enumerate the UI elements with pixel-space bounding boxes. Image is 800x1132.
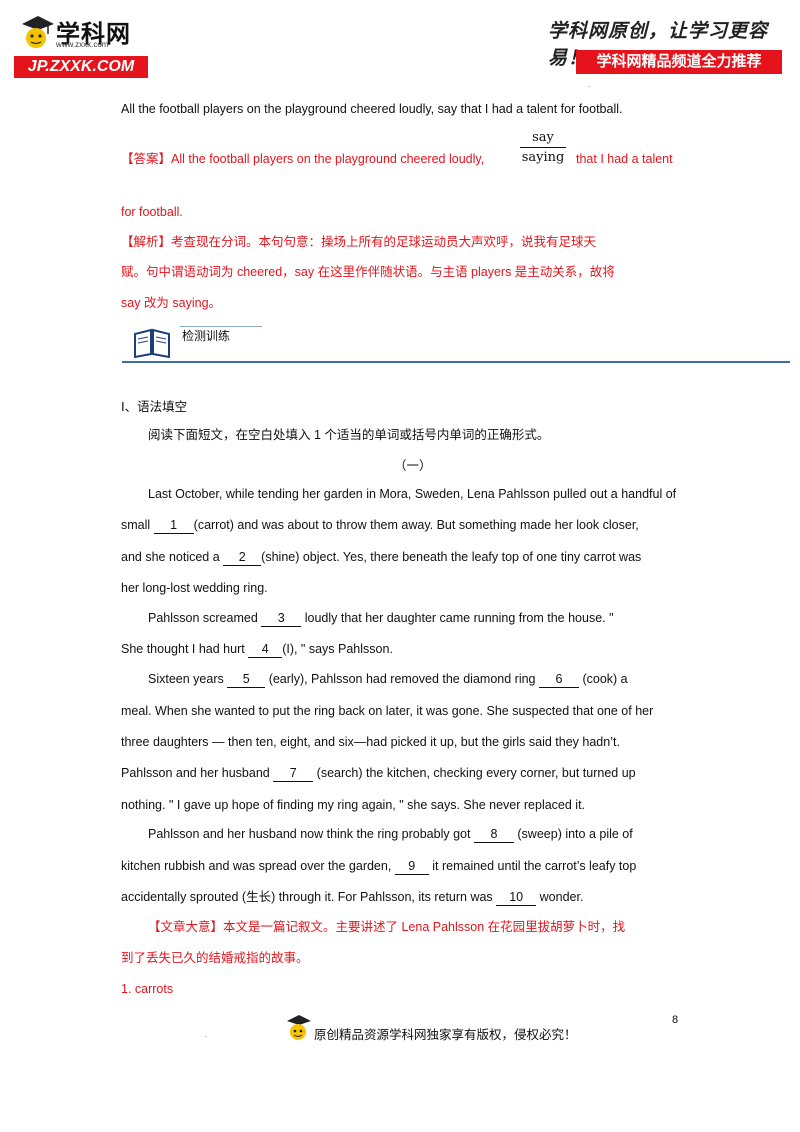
text-fragment: Pahlsson screamed bbox=[148, 611, 262, 625]
passage-line-5: Pahlsson screamed 3 loudly that her daug… bbox=[148, 610, 614, 627]
answer-1: 1. carrots bbox=[121, 982, 174, 996]
passage-line-14: accidentally sprouted (生长) through it. F… bbox=[121, 889, 583, 906]
answer-correction: say saying bbox=[520, 130, 566, 165]
book-icon bbox=[132, 328, 172, 359]
analysis-line1: 【解析】考查现在分词。本句句意：操场上所有的足球运动员大声欢呼，说我有足球天 bbox=[121, 235, 597, 249]
blank-1[interactable]: 1 bbox=[153, 517, 194, 534]
passage-line-1: Last October, while tending her garden i… bbox=[148, 487, 677, 501]
text-fragment: (search) the kitchen, checking every cor… bbox=[313, 766, 636, 780]
answer-right: saying bbox=[521, 150, 565, 165]
passage-line-10: Pahlsson and her husband 7 (search) the … bbox=[121, 765, 636, 782]
passage-line-2: small 1(carrot) and was about to throw t… bbox=[121, 517, 639, 534]
blank-4[interactable]: 4 bbox=[248, 641, 283, 658]
logo-url: www.zxxk.com bbox=[56, 40, 109, 49]
text-fragment: wonder. bbox=[536, 890, 584, 904]
text-fragment: She thought I had hurt bbox=[121, 642, 249, 656]
blank-7[interactable]: 7 bbox=[273, 765, 314, 782]
passage-line-9: three daughters — then ten, eight, and s… bbox=[121, 735, 620, 749]
text-fragment: (I), " says Pahlsson. bbox=[282, 642, 393, 656]
passage-line-8: meal. When she wanted to put the ring ba… bbox=[121, 704, 654, 718]
text-fragment: kitchen rubbish and was spread over the … bbox=[121, 859, 395, 873]
text-fragment: Pahlsson and her husband bbox=[121, 766, 274, 780]
passage-line-6: She thought I had hurt 4(I), " says Pahl… bbox=[121, 641, 393, 658]
answer-part3: for football. bbox=[121, 205, 183, 219]
text-fragment: (sweep) into a pile of bbox=[513, 827, 633, 841]
blank-8[interactable]: 8 bbox=[473, 826, 514, 843]
logo-badge: JP.ZXXK.COM bbox=[14, 56, 148, 78]
dot-mark: . bbox=[205, 1030, 208, 1039]
answer-line: 【答案】All the football players on the play… bbox=[121, 151, 484, 167]
section-divider bbox=[122, 361, 790, 363]
exercise-heading: Ⅰ、语法填空 bbox=[121, 400, 188, 414]
logo-title: 学科网 bbox=[56, 21, 131, 48]
analysis-line2: 赋。句中谓语动词为 cheered，say 在这里作伴随状语。与主语 playe… bbox=[121, 265, 615, 279]
passage-line-13: kitchen rubbish and was spread over the … bbox=[121, 858, 636, 875]
text-fragment: Sixteen years bbox=[148, 672, 228, 686]
text-fragment: Pahlsson and her husband now think the r… bbox=[148, 827, 474, 841]
text-fragment: (shine) object. Yes, there beneath the l… bbox=[261, 550, 642, 564]
analysis-line3: say 改为 saying。 bbox=[121, 296, 222, 310]
text-fragment: accidentally sprouted (生长) through it. F… bbox=[121, 890, 497, 904]
footer-mascot-icon bbox=[285, 1014, 311, 1044]
section-label: 检测训练 bbox=[182, 329, 231, 343]
text-fragment: (early), Pahlsson had removed the diamon… bbox=[265, 672, 539, 686]
blank-9[interactable]: 9 bbox=[394, 858, 429, 875]
section-rule-top bbox=[180, 326, 262, 327]
question-sentence: All the football players on the playgrou… bbox=[121, 102, 623, 116]
blank-5[interactable]: 5 bbox=[227, 671, 266, 688]
answer-wrong: say bbox=[520, 130, 566, 148]
passage-line-3: and she noticed a 2(shine) object. Yes, … bbox=[121, 549, 641, 566]
summary-line-2: 到了丢失已久的结婚戒指的故事。 bbox=[121, 951, 309, 965]
text-fragment: (cook) a bbox=[578, 672, 628, 686]
exercise-instruction: 阅读下面短文，在空白处填入 1 个适当的单词或括号内单词的正确形式。 bbox=[148, 428, 550, 442]
passage-line-4: her long-lost wedding ring. bbox=[121, 581, 268, 595]
text-fragment: loudly that her daughter came running fr… bbox=[301, 611, 614, 625]
text-fragment: small bbox=[121, 518, 154, 532]
blank-10[interactable]: 10 bbox=[496, 889, 537, 906]
slogan-badge: 学科网精品频道全力推荐 bbox=[576, 50, 782, 74]
blank-2[interactable]: 2 bbox=[223, 549, 262, 566]
answer-part2: that I had a talent bbox=[576, 152, 673, 166]
page-number: 8 bbox=[672, 1014, 679, 1026]
footer-copyright: 原创精品资源学科网独家享有版权，侵权必究！ bbox=[314, 1028, 577, 1042]
logo-mascot-icon bbox=[18, 14, 54, 54]
answer-label: 【答案】 bbox=[121, 152, 172, 166]
dot-mark: . bbox=[588, 80, 591, 89]
answer-part1: All the football players on the playgrou… bbox=[171, 152, 485, 166]
passage-line-11: nothing. " I gave up hope of finding my … bbox=[121, 798, 586, 812]
blank-6[interactable]: 6 bbox=[538, 671, 579, 688]
text-fragment: (carrot) and was about to throw them awa… bbox=[193, 518, 639, 532]
text-fragment: and she noticed a bbox=[121, 550, 224, 564]
passage-line-7: Sixteen years 5 (early), Pahlsson had re… bbox=[148, 671, 628, 688]
passage-line-12: Pahlsson and her husband now think the r… bbox=[148, 826, 633, 843]
text-fragment: it remained until the carrot’s leafy top bbox=[428, 859, 637, 873]
exercise-part: （一） bbox=[394, 459, 432, 473]
blank-3[interactable]: 3 bbox=[261, 610, 302, 627]
summary-line-1: 【文章大意】本文是一篇记叙文。主要讲述了 Lena Pahlsson 在花园里拔… bbox=[148, 920, 626, 934]
